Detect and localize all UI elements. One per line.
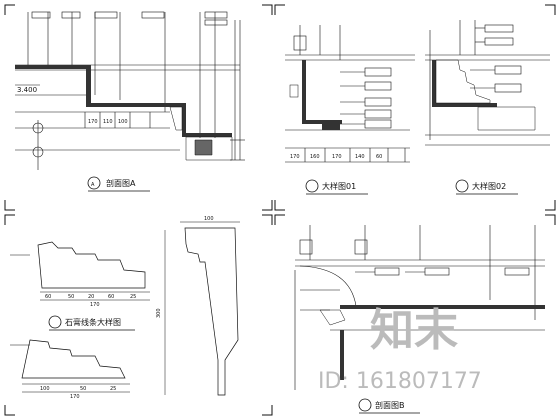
section-a-drawing: 3.400 170 110 100 A 剖面图A <box>15 11 245 192</box>
molding-dim-bottom-1: 100 <box>40 386 50 392</box>
detail-01-dim-4: 140 <box>355 154 365 160</box>
molding-total-top: 170 <box>90 302 100 308</box>
section-a-dim-2: 110 <box>103 119 113 125</box>
section-b-title: 剖面图B <box>375 400 405 410</box>
molding-dim-top-1: 60 <box>45 294 51 300</box>
svg-text:A: A <box>91 182 95 188</box>
detail-01-dim-2: 160 <box>310 154 320 160</box>
molding-profile-height: 300 <box>156 308 162 318</box>
molding-total-bottom: 170 <box>70 394 80 400</box>
molding-dim-top-2: 50 <box>68 294 74 300</box>
section-a-title: 剖面图A <box>106 178 136 188</box>
detail-01-dim-5: 60 <box>376 154 382 160</box>
section-a-dim-1: 170 <box>88 119 98 125</box>
detail-01-dim-1: 170 <box>290 154 300 160</box>
crop-marks <box>4 4 556 416</box>
molding-dim-bottom-2: 50 <box>80 386 86 392</box>
elevation-label: 3.400 <box>17 86 37 94</box>
molding-detail-drawing: 60 50 20 60 25 170 100 50 25 170 100 300… <box>10 216 240 400</box>
section-a-dim-3: 100 <box>118 119 128 125</box>
molding-dim-top-5: 25 <box>130 294 136 300</box>
watermark-id: ID: 161807177 <box>318 369 482 394</box>
molding-dim-top-4: 60 <box>108 294 114 300</box>
detail-02-title: 大样图02 <box>472 181 506 191</box>
detail-01-drawing: 170 160 170 140 60 大样图01 <box>285 25 415 195</box>
molding-dim-bottom-3: 25 <box>110 386 116 392</box>
watermark: 知末 ID: 161807177 <box>318 305 482 394</box>
molding-profile-width: 100 <box>204 216 214 222</box>
section-b-drawing: 剖面图B <box>294 225 545 414</box>
detail-01-title: 大样图01 <box>322 181 356 191</box>
detail-02-drawing: 大样图02 <box>425 20 550 195</box>
molding-dim-top-3: 20 <box>88 294 94 300</box>
detail-01-dim-3: 170 <box>332 154 342 160</box>
watermark-brand: 知末 <box>370 305 458 356</box>
molding-detail-title: 石膏线条大样图 <box>65 317 121 327</box>
